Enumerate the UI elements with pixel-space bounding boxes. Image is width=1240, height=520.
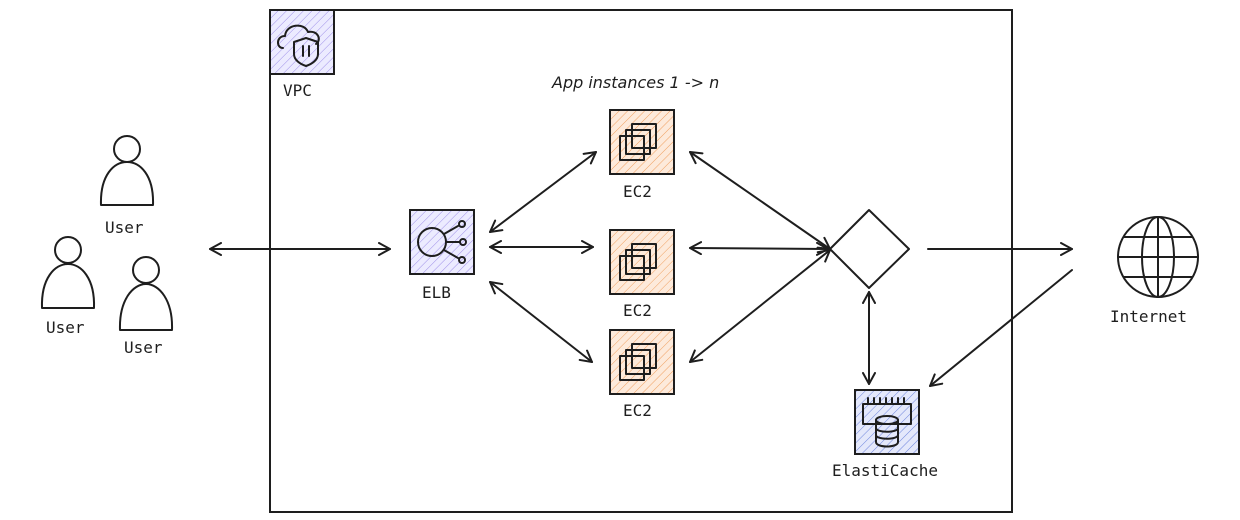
internet-label: Internet [1110,307,1187,326]
arrow-ec2-3-router [689,249,831,363]
vpc-boundary [269,9,1013,513]
user-icon [99,135,155,206]
ec2-label-3: EC2 [623,401,652,420]
ec2-label-2: EC2 [623,301,652,320]
arrow-ec2-1-router [689,151,831,250]
globe-icon [1117,216,1199,298]
ec2-instance-icon [609,229,675,295]
ec2-instance-icon [609,109,675,175]
user-label-1: User [105,218,144,237]
elasticache-icon [854,389,920,455]
router-diamond [829,209,910,289]
user-icon [118,256,174,331]
vpc-label: VPC [283,81,312,100]
user-label-2: User [46,318,85,337]
elb-label: ELB [422,283,451,302]
arrow-internet-elasticache [929,269,1073,387]
arrow-ec2-2-router [689,241,829,256]
app-instances-caption: App instances 1 -> n [551,73,719,92]
ec2-label-1: EC2 [623,182,652,201]
vpc-shield-icon [269,9,335,75]
arrow-elb-ec2-3 [489,281,593,363]
ec2-instance-icon [609,329,675,395]
elasticache-label: ElastiCache [832,461,938,480]
load-balancer-icon [409,209,475,275]
user-label-3: User [124,338,163,357]
user-icon [40,236,96,309]
arrow-elb-ec2-1 [489,151,597,233]
